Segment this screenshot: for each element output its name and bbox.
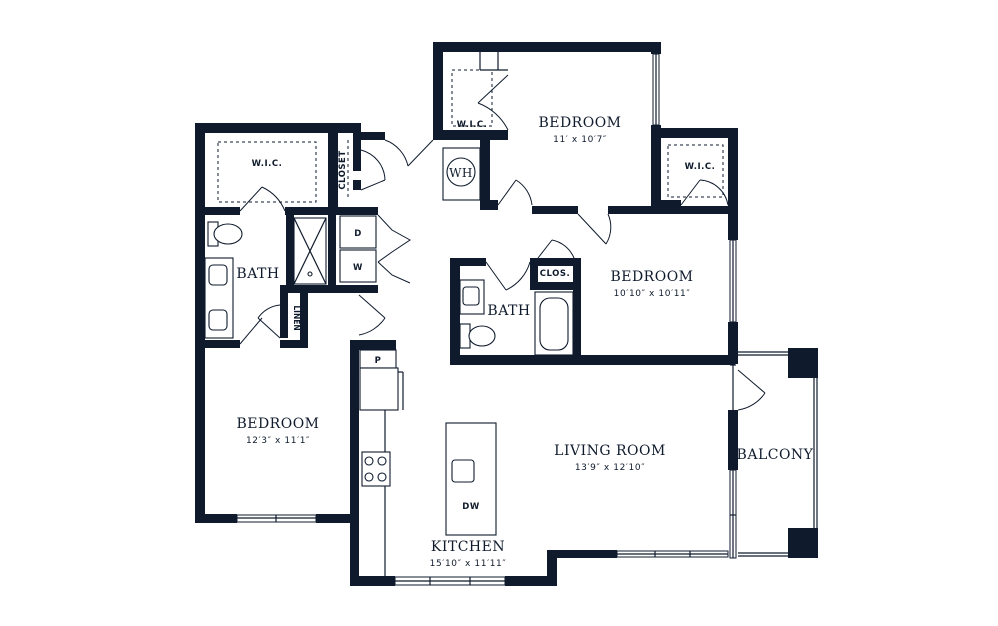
label-water-heater: WH — [449, 166, 473, 180]
wall-closet-east — [353, 123, 361, 171]
island-sink — [451, 459, 475, 483]
wic-left-outline — [217, 141, 317, 203]
label-dishwasher: DW — [462, 502, 480, 512]
wall-kitchen-jog — [547, 550, 557, 586]
wall-laundry-west — [328, 207, 336, 289]
wall-center-bath-south — [450, 355, 580, 365]
wall-wh-east — [480, 140, 490, 210]
wall-left-bedroom-south-a — [195, 514, 237, 523]
wall-right-bedroom-south — [580, 355, 735, 365]
label-dryer: D — [354, 229, 362, 239]
label-wic-right: W.I.C. — [685, 162, 716, 172]
room-name-bedroom-top: BEDROOM — [538, 115, 621, 131]
room-name-living-room: LIVING ROOM — [554, 443, 666, 459]
wall-left-wic-south-a — [195, 207, 240, 215]
wic-right-outline — [667, 144, 724, 198]
vanity-center — [459, 279, 485, 315]
wall-left-bath-south-b — [280, 340, 308, 348]
wall-pantry-north — [350, 340, 396, 350]
shower-drain — [307, 271, 313, 277]
wall-top-bedroom-north — [433, 42, 661, 52]
wall-left-bedroom-south-b — [316, 514, 358, 523]
stove — [361, 451, 391, 487]
wall-center-bath-east — [573, 258, 581, 364]
dryer-box — [339, 215, 377, 249]
room-name-bedroom-right: BEDROOM — [610, 269, 693, 285]
room-name-kitchen: KITCHEN — [431, 539, 505, 555]
balcony-post-bottom — [788, 528, 818, 558]
label-pantry: P — [375, 356, 382, 366]
wall-laundry-south — [335, 285, 378, 293]
wall-wic-south — [433, 130, 508, 140]
wall-top-bedroom-sw — [480, 200, 498, 210]
sink-left-2 — [208, 309, 228, 331]
wall-closet-north-stub — [353, 132, 385, 140]
room-dims-bedroom-top: 11′ x 10′7″ — [553, 135, 607, 145]
wall-right-wic-east — [728, 128, 738, 240]
room-dims-kitchen: 15′10″ x 11′11″ — [430, 559, 507, 569]
wall-clos-north — [530, 258, 574, 266]
wall-left-west — [195, 123, 205, 523]
wall-top-bedroom-west — [433, 42, 443, 138]
room-dims-living-room: 13′9″ x 12′10″ — [575, 463, 645, 473]
walls — [195, 42, 818, 586]
wall-right-wic-north — [651, 128, 737, 138]
wall-left-bath-south-a — [195, 340, 240, 348]
wall-linen-west — [280, 290, 288, 338]
balcony-post-top — [788, 348, 818, 378]
label-closet: CLOSET — [338, 150, 348, 189]
wall-kitchen-west — [350, 340, 359, 585]
washer-box — [339, 249, 377, 283]
wall-top-bedroom-east — [651, 125, 661, 210]
bathtub-inner — [539, 297, 569, 351]
wall-shower-west — [286, 215, 294, 293]
wall-right-bedroom-east — [728, 322, 738, 364]
room-name-balcony: BALCONY — [737, 447, 814, 463]
doors — [239, 74, 766, 411]
label-wic-left: W.I.C. — [252, 159, 283, 169]
wall-kitchen-south-b — [505, 576, 555, 586]
wall-closet-west — [328, 123, 338, 215]
toilet-left — [213, 223, 243, 245]
toilet-center — [468, 325, 496, 347]
wall-right-wic-south — [651, 200, 681, 210]
room-dims-bedroom-right: 10′10″ x 10′11″ — [614, 289, 691, 299]
room-dims-bedroom-left: 12′3″ x 11′1″ — [246, 436, 310, 446]
label-linen: LINEN — [292, 305, 301, 330]
wall-linen-east — [300, 290, 308, 346]
windows — [236, 53, 818, 586]
wall-living-south-a — [547, 550, 617, 558]
room-name-bath-center: BATH — [487, 303, 530, 319]
label-washer: W — [353, 263, 363, 273]
water-heater — [446, 157, 476, 187]
wall-top-bedroom-ne — [651, 42, 661, 54]
wall-kitchen-south-a — [350, 576, 395, 586]
wall-left-north — [195, 123, 358, 133]
label-clos: CLOS. — [540, 269, 570, 279]
wall-clos-south — [530, 282, 578, 290]
sink-center — [462, 286, 480, 306]
wic-top-outline — [451, 69, 493, 127]
label-wic-top: W.I.C. — [457, 120, 488, 130]
wall-center-bath-north — [450, 258, 486, 266]
room-name-bath-left: BATH — [236, 266, 279, 282]
labels: BEDROOM 11′ x 10′7″ BEDROOM 10′10″ x 10′… — [236, 115, 813, 569]
sink-left-1 — [208, 264, 228, 286]
fixtures — [204, 52, 724, 576]
room-name-bedroom-left: BEDROOM — [236, 416, 319, 432]
wall-living-east — [728, 410, 738, 470]
wall-shower-south — [280, 285, 336, 293]
wall-clos-west — [530, 258, 538, 288]
wall-top-bedroom-south — [532, 206, 578, 214]
wall-closet-stub — [353, 180, 361, 190]
refrigerator — [359, 367, 399, 411]
wall-right-bedroom-north — [608, 206, 728, 214]
wall-center-bath-west — [450, 258, 460, 364]
